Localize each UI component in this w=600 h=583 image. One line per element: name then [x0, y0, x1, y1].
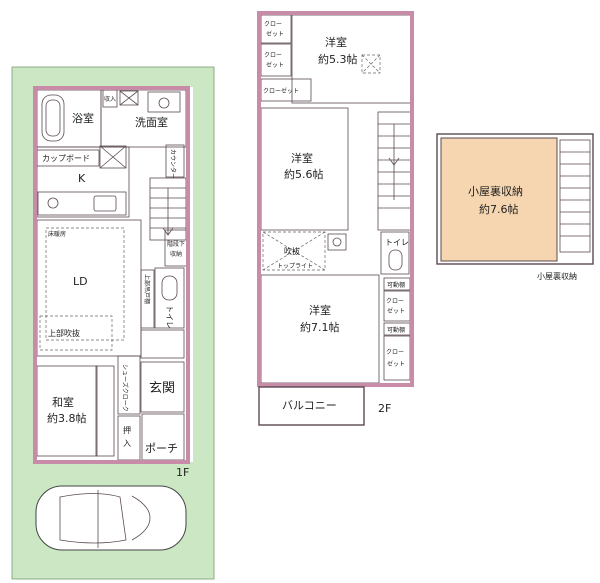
toilet-2f	[380, 231, 410, 275]
stairs-storage-label-1: 階段下	[167, 240, 185, 248]
counter	[165, 144, 185, 178]
kitchen-sink-icon	[93, 195, 117, 212]
balcony-label: バルコニー	[282, 399, 337, 412]
floor-2-plan: クロー ゼット クロー ゼット クローゼット 洋室 約5.3帖 洋室 約5.6帖	[257, 11, 414, 426]
car-icon	[35, 485, 187, 551]
balcony	[258, 386, 365, 426]
oshiire-label-2: 入	[123, 439, 131, 448]
attic-label: 小屋裏収納	[537, 271, 577, 281]
toilet-bowl-icon	[161, 275, 178, 301]
entrance	[140, 361, 185, 413]
counter-label: カウンター	[169, 149, 177, 179]
closet-3-label-1: クロー	[386, 298, 404, 305]
void-area	[262, 231, 326, 271]
closet-2-label-2: ゼット	[266, 61, 284, 69]
washroom-label: 洗面室	[135, 115, 168, 129]
upper-hanging-label: 上部吊戸棚	[143, 274, 151, 304]
attic-plan: 小屋裏収納 約7.6帖 小屋裏収納	[436, 133, 594, 281]
attic-room-size: 約7.6帖	[479, 202, 519, 216]
attic-storage	[440, 137, 558, 262]
western-room-3-size: 約7.1帖	[300, 320, 340, 334]
shoes-closet-label: シューズクローク	[121, 364, 129, 412]
sink-icon	[147, 91, 181, 113]
kitchen-counter	[37, 191, 127, 216]
attic-room-label: 小屋裏収納	[468, 184, 523, 198]
floor-1-exterior-wall	[33, 86, 190, 464]
stove-icon	[47, 197, 59, 209]
bathtub-icon	[41, 94, 65, 142]
closet-2-label-1: クロー	[264, 52, 282, 59]
entrance-label: 玄関	[149, 381, 175, 396]
attic-ladder	[559, 139, 591, 253]
stock-label: 収入	[104, 96, 116, 103]
attic-outline	[436, 133, 594, 265]
entrance-hall	[140, 329, 185, 359]
porch-label: ポーチ	[145, 442, 178, 455]
movable-shelf-2-label: 可動棚	[387, 326, 405, 334]
japanese-room-size: 約3.8帖	[47, 411, 87, 425]
oshiire-label-1: 押	[123, 425, 131, 435]
closet-1-label-1: クロー	[264, 21, 282, 28]
ld-label: LD	[73, 275, 88, 288]
western-room-1-size: 約5.3帖	[318, 52, 358, 66]
shoes-closet	[117, 355, 141, 415]
basin-2f	[327, 233, 347, 251]
ceiling-hatch	[361, 54, 381, 74]
floor-heating-label: 床暖房	[48, 230, 66, 238]
bath-label: 浴室	[72, 111, 94, 125]
floor-1-label: 1F	[176, 466, 189, 479]
western-room-2-size: 約5.6帖	[284, 167, 324, 181]
closet-wide-label: クローゼット	[263, 87, 299, 95]
japanese-room-label: 和室	[52, 395, 74, 409]
upper-hanging-cabinet	[140, 269, 155, 329]
western-room-1-label: 洋室	[325, 35, 347, 49]
kitchen-label: K	[78, 172, 86, 185]
western-room-2-label: 洋室	[291, 151, 313, 165]
western-room-3-label: 洋室	[309, 303, 331, 317]
toilet-2f-label: トイレ	[385, 238, 409, 247]
closet-1-label-2: ゼット	[266, 30, 284, 38]
open-above-label: 上部吹抜	[48, 328, 80, 338]
open-above-zone	[39, 315, 113, 351]
toilet-1f-label: トイレ	[165, 305, 174, 329]
toilet-2f-bowl-icon	[388, 249, 403, 271]
void-label: 吹抜	[284, 246, 300, 256]
closet-4-label-1: クロー	[386, 349, 404, 356]
closet-4-label-2: ゼット	[387, 360, 405, 368]
floor-2-label: 2F	[378, 402, 391, 415]
stairs-storage-label-2: 収納	[170, 250, 182, 258]
toplight-label: トップライト	[277, 263, 313, 270]
japanese-wood-strip	[95, 365, 115, 457]
floor-2-exterior-wall	[257, 11, 414, 387]
cupboard-label: カップボード	[42, 154, 90, 163]
movable-shelf-1-label: 可動棚	[387, 281, 405, 289]
floor-1-plan: 浴室 収入 洗面室 カップボード K カウンター	[11, 66, 215, 580]
toilet-1f	[154, 267, 185, 329]
closet-3-label-2: ゼット	[387, 307, 405, 315]
